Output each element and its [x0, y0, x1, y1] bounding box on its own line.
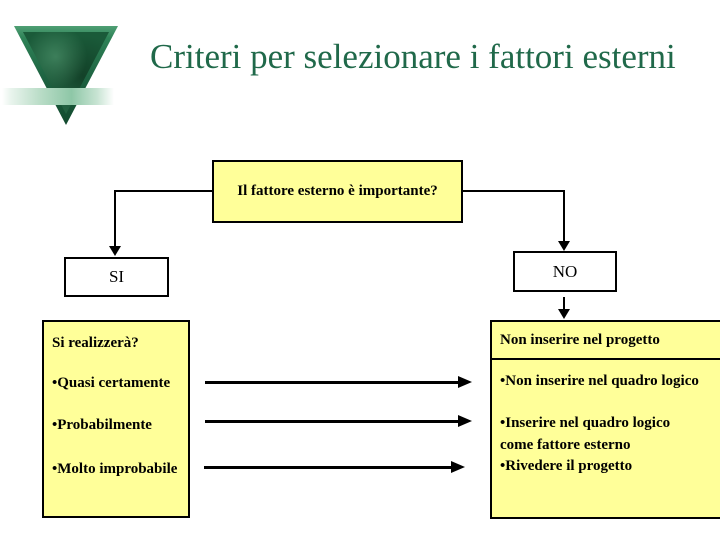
- connector-left-vertical: [114, 190, 116, 247]
- right-box-header-section: Non inserire nel progetto: [492, 322, 720, 360]
- si-label: SI: [108, 267, 125, 286]
- no-label: NO: [552, 261, 578, 281]
- left-box-item: •Molto improbabile: [52, 461, 178, 477]
- connector-no-to-rightbox: [563, 297, 565, 310]
- logo-gradient-band: [2, 88, 114, 105]
- left-box: Si realizzerà? •Quasi certamente •Probab…: [42, 320, 190, 518]
- mapping-arrowhead-2-icon: [458, 415, 472, 427]
- right-box-item: •Inserire nel quadro logico come fattore…: [500, 415, 671, 453]
- right-box-item: •Non inserire nel quadro logico: [500, 373, 699, 389]
- mapping-arrow-line-2: [205, 420, 458, 423]
- arrowhead-to-si-icon: [109, 246, 121, 256]
- connector-right-horizontal: [461, 190, 565, 192]
- question-box-label: Il fattore esterno è importante?: [237, 183, 438, 199]
- left-box-header: Si realizzerà?: [52, 335, 139, 351]
- question-box: Il fattore esterno è importante?: [212, 160, 463, 223]
- connector-left-horizontal: [115, 190, 214, 192]
- right-box-body: •Non inserire nel quadro logico •Inserir…: [492, 360, 720, 517]
- right-box-item: •Rivedere il progetto: [500, 458, 633, 474]
- right-box: Non inserire nel progetto •Non inserire …: [490, 320, 720, 519]
- mapping-arrowhead-3-icon: [451, 461, 465, 473]
- arrowhead-to-no-icon: [558, 241, 570, 251]
- si-box: SI: [64, 257, 169, 297]
- right-box-header: Non inserire nel progetto: [500, 331, 660, 348]
- mapping-arrow-line-3: [204, 466, 451, 469]
- no-box: NO: [513, 251, 617, 292]
- left-box-item: •Quasi certamente: [52, 375, 171, 391]
- mapping-arrow-line-1: [205, 381, 458, 384]
- connector-right-vertical: [563, 190, 565, 242]
- slide-title: Criteri per selezionare i fattori estern…: [150, 37, 676, 76]
- arrowhead-to-rightbox-icon: [558, 309, 570, 319]
- left-box-item: •Probabilmente: [52, 417, 152, 433]
- mapping-arrowhead-1-icon: [458, 376, 472, 388]
